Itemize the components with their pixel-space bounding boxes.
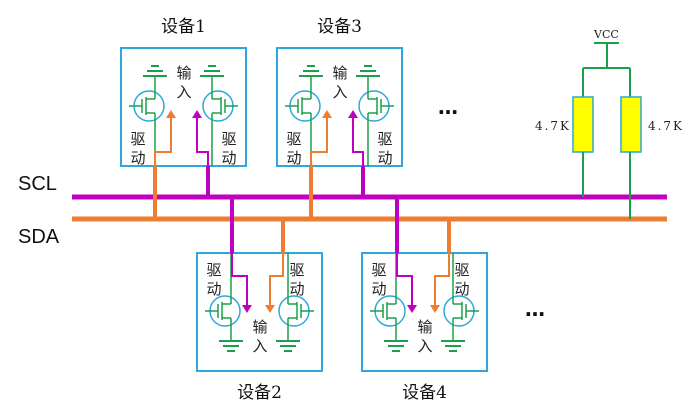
device-2-transistor-1-icon	[205, 253, 243, 352]
device-4-drive-label-right-char-1: 动	[454, 280, 469, 298]
resistor-scl-label: 4.7K	[535, 119, 570, 133]
device-4-drive-label-left-char-1: 动	[371, 280, 386, 298]
device-1-input-label-char-1: 入	[176, 83, 191, 101]
device-2-box	[196, 252, 323, 372]
device-2-drive-label-left-char-0: 驱	[206, 261, 221, 279]
device-2-transistor-2-icon	[276, 253, 314, 352]
device-1-box	[120, 47, 247, 167]
device-3-drive-label-left-char-1: 动	[286, 149, 301, 167]
device-1-drive-label-left-char-0: 驱	[130, 130, 145, 148]
resistor-scl	[572, 96, 594, 153]
device-3-input-label-char-1: 入	[332, 83, 347, 101]
scl-label: SCL	[18, 173, 57, 195]
device-3-drive-label-right-char-0: 驱	[377, 130, 392, 148]
device-3-drive-label-right-char-1: 动	[377, 149, 392, 167]
device-3-input-label-char-0: 输	[332, 64, 347, 82]
device-2-drive-label-left-char-1: 动	[206, 280, 221, 298]
device-1-drive-label-left-char-1: 动	[130, 149, 145, 167]
sda-label: SDA	[18, 226, 60, 248]
device-4-title: 设备4	[402, 383, 447, 403]
device-2-arrowhead-right-icon	[265, 305, 275, 313]
device-2-drive-label-right-char-0: 驱	[289, 261, 304, 279]
device-4-transistor-2-icon	[441, 253, 479, 352]
device-4-input-label-char-0: 输	[417, 318, 432, 336]
device-4-drive-label-left-char-0: 驱	[371, 261, 386, 279]
device-4-input-label-char-1: 入	[417, 337, 432, 355]
device-3-arrowhead-right-icon	[348, 110, 358, 118]
device-2-title: 设备2	[237, 383, 282, 403]
device-4-drive-label-right-char-0: 驱	[454, 261, 469, 279]
device-1-arrowhead-right-icon	[192, 110, 202, 118]
resistor-sda	[620, 96, 642, 153]
device-4-arrowhead-left-icon	[407, 305, 417, 313]
device-2-input-label-char-0: 输	[252, 318, 267, 336]
device-1-input-label-char-0: 输	[176, 64, 191, 82]
device-2-input-label-char-1: 入	[252, 337, 267, 355]
ellipsis-bottom: …	[525, 297, 545, 321]
device-1-input-arrow-right	[196, 116, 209, 166]
device-2-drive-label-right-char-1: 动	[289, 280, 304, 298]
device-4-input-arrow-left	[396, 253, 413, 307]
device-1-drive-label-right-char-0: 驱	[221, 130, 236, 148]
device-1-transistor-1-icon	[129, 65, 167, 166]
device-3-input-arrow-right	[352, 116, 364, 166]
device-3-drive-label-left-char-0: 驱	[286, 130, 301, 148]
device-1-title: 设备1	[161, 17, 206, 37]
device-3-box	[276, 47, 403, 167]
pullup-network: VCC 4.7K 4.7K	[535, 28, 683, 219]
device-4-box	[361, 252, 488, 372]
device-2-arrowhead-left-icon	[242, 305, 252, 313]
device-4-arrowhead-right-icon	[430, 305, 440, 313]
vcc-label: VCC	[593, 28, 619, 41]
device-2-input-arrow-right	[269, 253, 284, 307]
device-1-input-arrow-left	[154, 116, 172, 166]
device-1-drive-label-right-char-1: 动	[221, 149, 236, 167]
resistor-sda-label: 4.7K	[648, 119, 683, 133]
device-1-transistor-2-icon	[200, 65, 238, 166]
device-4-input-arrow-right	[434, 253, 450, 307]
device-1-arrowhead-left-icon	[166, 110, 176, 118]
device-3-input-arrow-left	[310, 116, 328, 166]
device-3-arrowhead-left-icon	[322, 110, 332, 118]
device-3-title: 设备3	[317, 17, 362, 37]
device-2-input-arrow-left	[231, 253, 248, 307]
device-3-transistor-2-icon	[356, 65, 394, 166]
ellipsis-top: …	[438, 95, 458, 119]
